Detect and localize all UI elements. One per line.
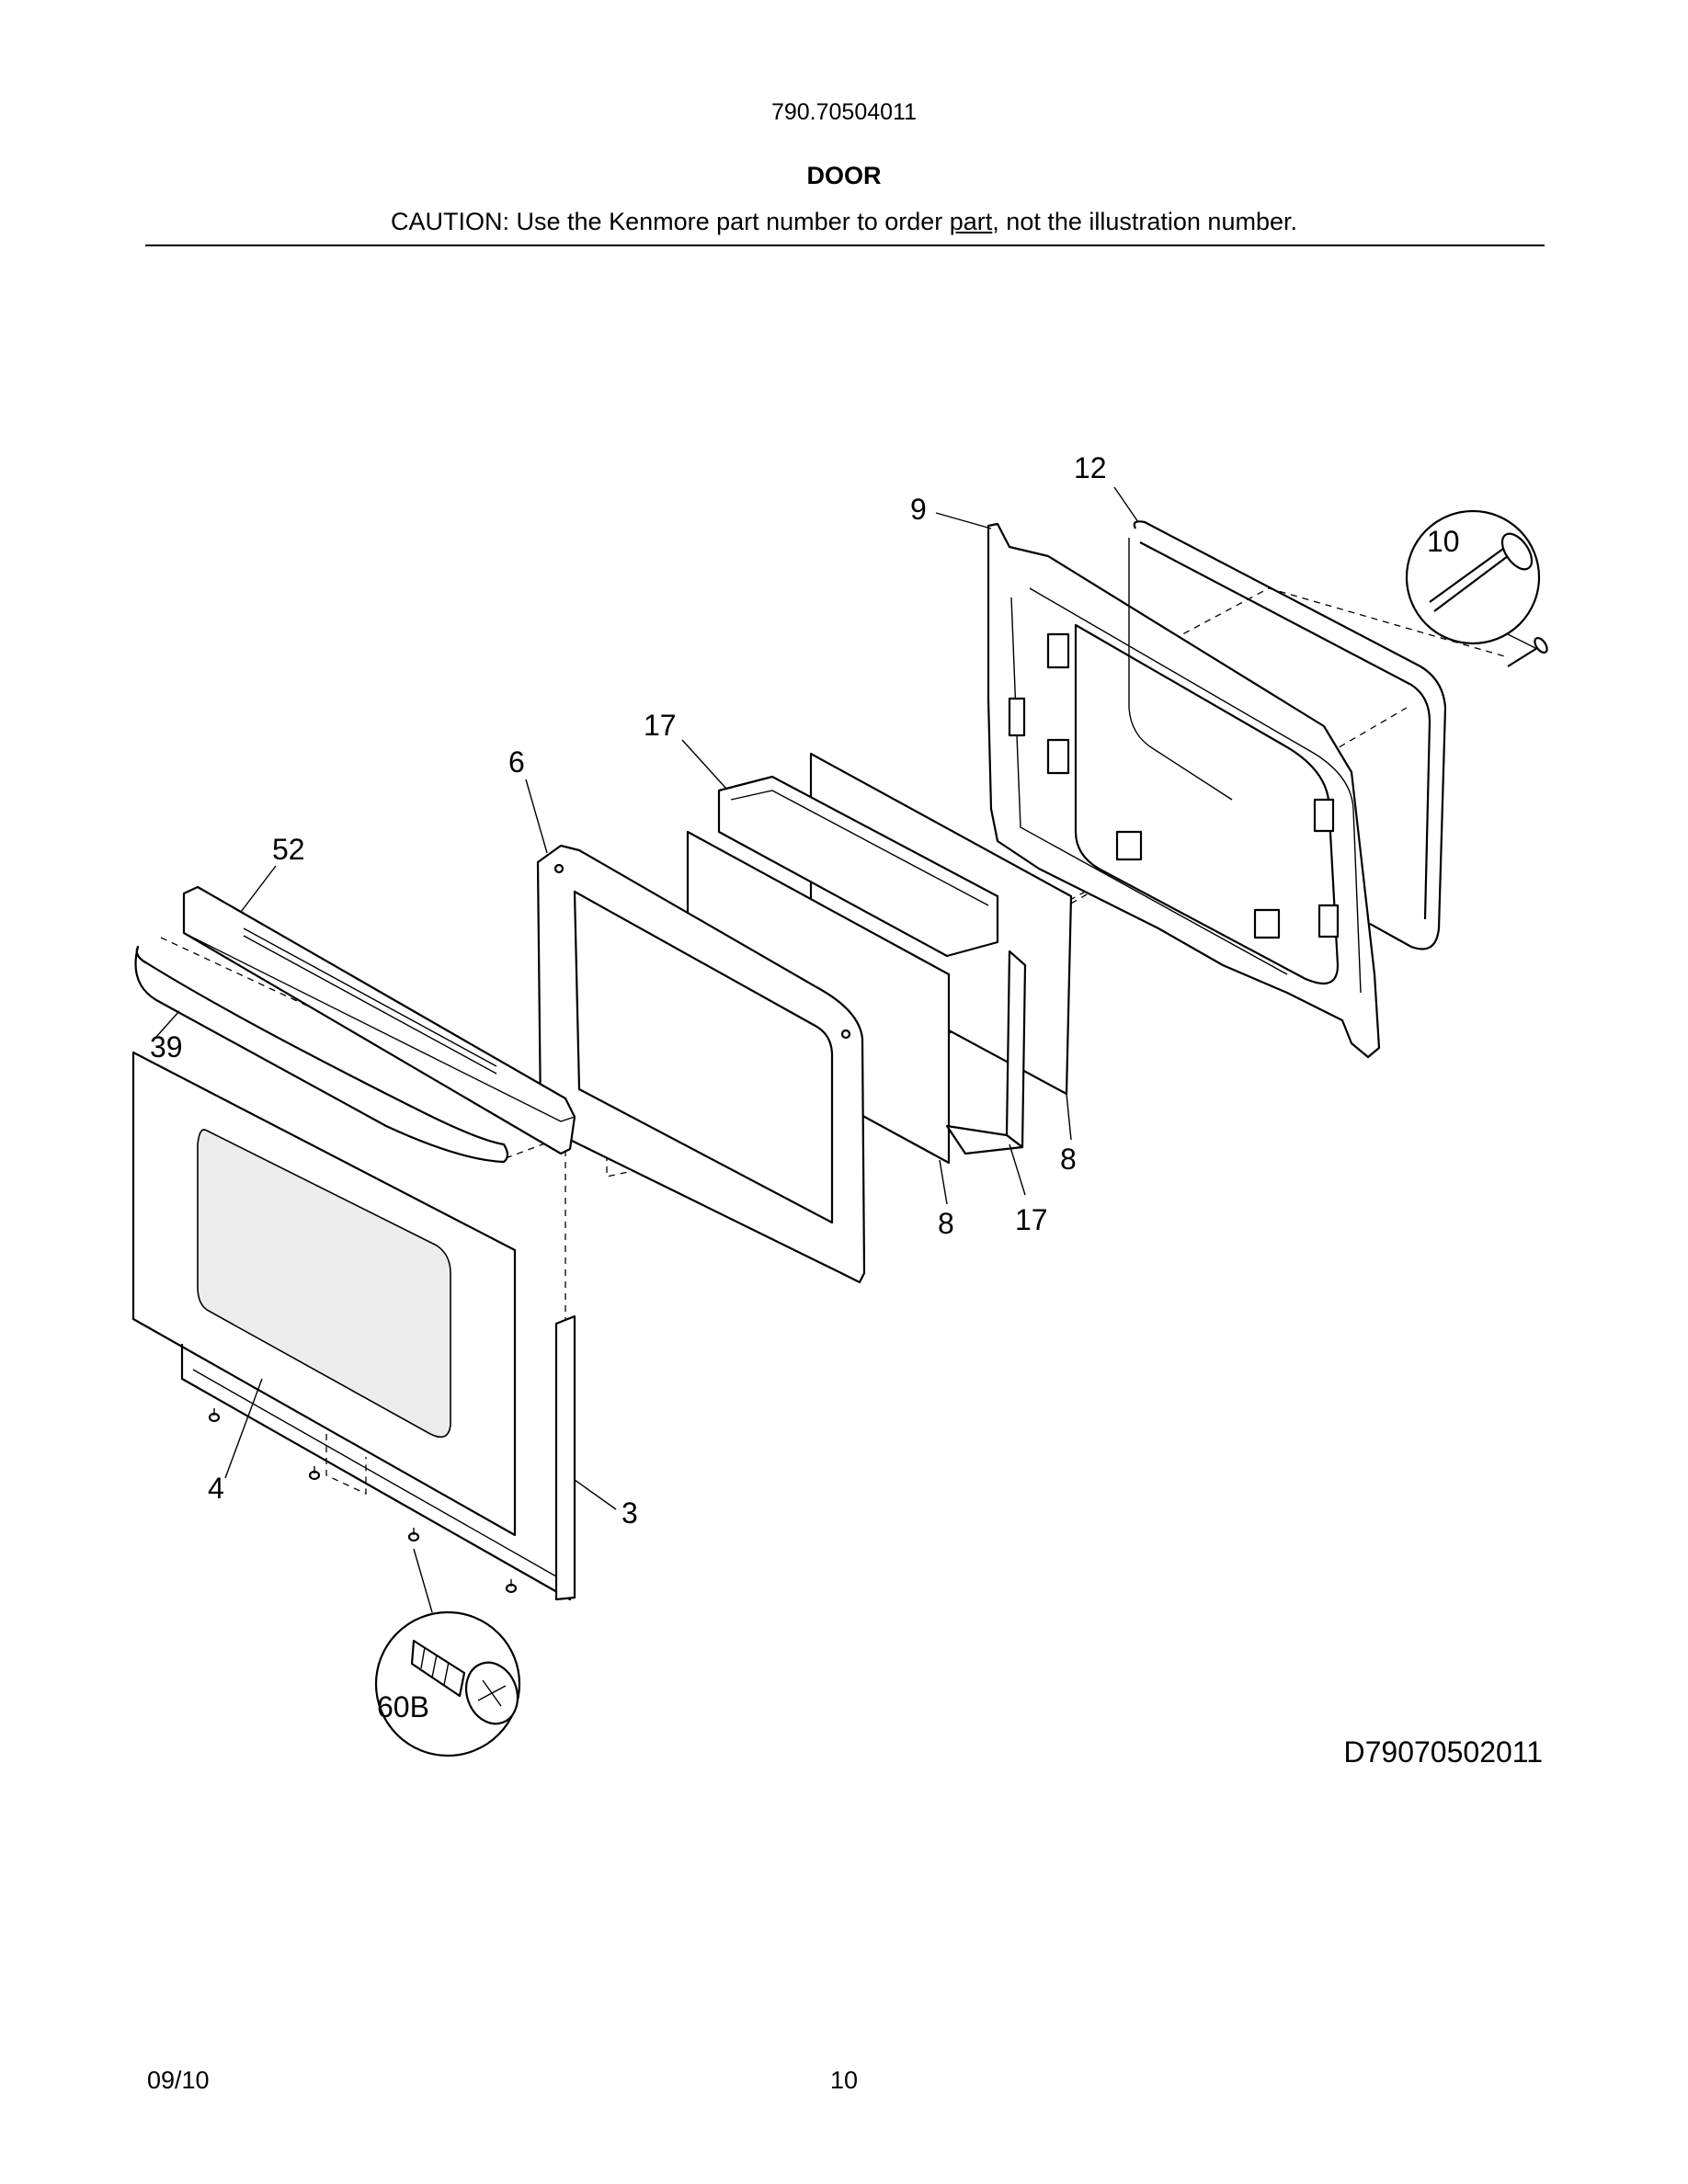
retainer-lower-side <box>1005 950 1027 1149</box>
leader-4 <box>224 1378 263 1479</box>
callout-10: 10 <box>1427 525 1460 558</box>
leader-12 <box>1113 486 1139 523</box>
part-glass-retainer-upper <box>717 775 999 958</box>
frame-bracket-3 <box>1115 830 1143 861</box>
screw-thread-1 <box>420 1646 426 1669</box>
leader-9 <box>935 512 992 529</box>
frame-bracket-7 <box>1008 697 1026 737</box>
section-title: DOOR <box>806 162 882 189</box>
inner-frame-rim <box>1029 587 1362 994</box>
top-trim-slot-2 <box>243 935 497 1075</box>
screw-detail-thread <box>410 1639 466 1698</box>
liner-hole-1 <box>553 863 565 874</box>
model-number: 790.70504011 <box>770 99 918 125</box>
screw-4 <box>505 1579 518 1594</box>
screw-3 <box>407 1528 420 1542</box>
hinge-pin-shaft <box>1433 555 1509 612</box>
gasket-return <box>1139 541 1431 920</box>
leader-17a <box>681 739 727 790</box>
part-top-trim <box>182 885 576 1155</box>
callout-52: 52 <box>272 833 305 866</box>
liner-hole-3 <box>840 1029 851 1040</box>
leader-3 <box>574 1479 617 1510</box>
frame-bracket-5 <box>1313 798 1335 833</box>
callout-17-upper: 17 <box>644 709 677 742</box>
inner-frame-outline <box>987 522 1381 1059</box>
retainer-upper-inner <box>730 790 989 906</box>
liner-window <box>573 890 834 1224</box>
footer-page-number: 10 <box>829 2066 859 2094</box>
callout-8-rear: 8 <box>1060 1143 1077 1176</box>
leader-6 <box>525 779 548 854</box>
inner-frame-rim-lower <box>1010 597 1288 975</box>
retainer-lower-base <box>945 1124 1024 1155</box>
callout-17-lower: 17 <box>1015 1203 1048 1236</box>
callout-60b: 60B <box>377 1690 429 1723</box>
callout-8-front: 8 <box>938 1207 954 1240</box>
caution-underlined-word: part <box>949 208 993 235</box>
screw-detail-phillips <box>477 1679 507 1707</box>
callout-6: 6 <box>508 745 525 779</box>
callout-4: 4 <box>208 1472 224 1505</box>
part-outer-door-panel <box>131 1051 572 1601</box>
leader-39 <box>155 1010 180 1038</box>
screw-2 <box>308 1466 321 1481</box>
part-inner-door-frame <box>987 522 1381 1059</box>
outer-panel-window <box>197 1129 451 1439</box>
screw-1 <box>208 1408 221 1423</box>
footer-date: 09/10 <box>147 2066 210 2094</box>
frame-bracket-6 <box>1317 904 1340 938</box>
drawing-id: D79070502011 <box>1343 1735 1544 1769</box>
frame-bracket-4 <box>1253 908 1281 939</box>
callout-9: 9 <box>910 493 927 526</box>
top-trim-slot <box>243 927 497 1067</box>
gasket-outer <box>1133 520 1447 950</box>
inner-frame-opening <box>1074 623 1340 985</box>
screw-thread-2 <box>431 1654 438 1678</box>
frame-bracket-1 <box>1046 632 1070 669</box>
header-rule <box>145 245 1545 246</box>
part-door-handle <box>134 945 509 1164</box>
leader-lines <box>155 486 1139 1510</box>
caution-text-end: , not the illustration number. <box>992 208 1297 235</box>
frame-bracket-2 <box>1046 738 1070 775</box>
part-glass-retainer-lower <box>945 950 1027 1155</box>
screw-thread-3 <box>443 1661 450 1686</box>
hinge-small-pin <box>1507 647 1538 667</box>
callout-39: 39 <box>150 1030 183 1064</box>
outer-panel-bottom-trim-inner <box>192 1369 557 1577</box>
callout-labels: 12 9 10 17 6 52 39 8 8 17 4 3 60B <box>150 451 1460 1723</box>
outer-panel-slot <box>325 1434 367 1496</box>
screws <box>208 1408 518 1594</box>
leader-52 <box>240 865 277 913</box>
hinge-pin-shaft-2 <box>1429 548 1504 603</box>
leader-8a <box>1066 1093 1072 1141</box>
gasket-inner <box>1128 538 1233 801</box>
side-trim-body <box>554 1314 576 1601</box>
part-screw-detail <box>374 1548 521 1757</box>
leader-17b <box>1009 1143 1026 1196</box>
top-trim-edge <box>183 932 576 1122</box>
hinge-leader <box>1507 633 1536 649</box>
liner-outline <box>536 844 866 1284</box>
hinge-small-head <box>1534 636 1548 654</box>
retainer-upper-frame <box>717 775 999 958</box>
top-trim-body <box>182 885 576 1155</box>
hinge-pin-head <box>1500 532 1534 571</box>
screw-detail-leader <box>413 1548 433 1613</box>
caution-text-start: CAUTION: Use the Kenmore part number to … <box>391 208 950 235</box>
caution-line: CAUTION: Use the Kenmore part number to … <box>0 208 1688 236</box>
part-side-trim <box>554 1314 576 1601</box>
part-hinge-pin-detail <box>1405 509 1548 667</box>
part-door-liner <box>536 844 866 1284</box>
handle-body <box>134 945 509 1164</box>
callout-3: 3 <box>622 1496 638 1530</box>
leader-8b <box>939 1159 948 1205</box>
part-door-gasket <box>1128 520 1447 950</box>
callout-12: 12 <box>1074 451 1107 484</box>
